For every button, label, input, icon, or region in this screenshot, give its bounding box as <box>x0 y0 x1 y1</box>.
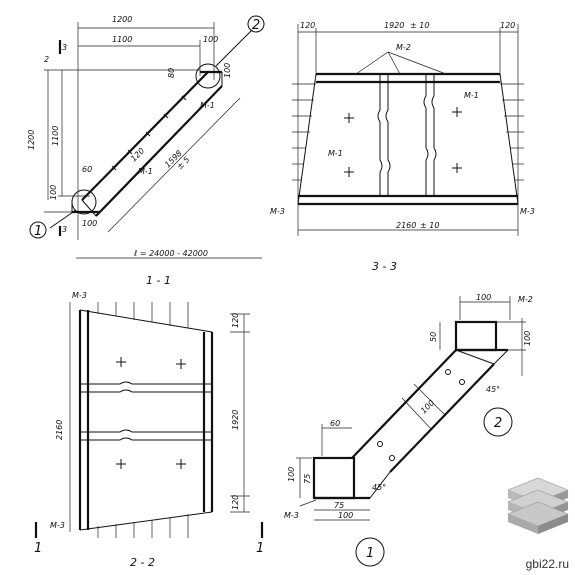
n1-dim-75-vert: 75 <box>303 474 312 484</box>
dim-tol-10-bottom: ± 10 <box>420 221 439 230</box>
formula-length: ℓ = 24000 - 42000 <box>133 249 208 258</box>
section-1-left: 1 <box>34 541 42 556</box>
title-2-2: 2 - 2 <box>130 556 155 569</box>
node-details: 100 50 100 100 45° M-2 2 60 100 75 75 10… <box>284 293 533 567</box>
title-1-1: 1 - 1 <box>146 274 171 287</box>
dim-1100-left: 1100 <box>51 126 60 146</box>
mark-m3-left: M-3 <box>270 207 285 216</box>
dim-120-right: 120 <box>500 21 515 30</box>
dim-1100-top: 1100 <box>112 35 132 44</box>
dim-1200-left: 1200 <box>27 130 36 150</box>
dim-1200-top: 1200 <box>112 15 132 24</box>
dim-100-top: 100 <box>203 35 218 44</box>
n1-mark-m3: M-3 <box>284 511 299 520</box>
dim-120-left: 120 <box>300 21 315 30</box>
callout-2: 2 <box>252 18 260 33</box>
view-2-2: 2160 1920 120 120 M-3 M-3 1 1 2 - 2 <box>34 291 264 569</box>
n1-angle-45: 45° <box>372 483 386 492</box>
watermark-logo-icon <box>507 477 569 534</box>
n2-callout: 2 <box>494 416 502 431</box>
mark-m2: M-2 <box>396 43 411 52</box>
title-3-3: 3 - 3 <box>372 260 397 273</box>
dim-120-bottom-right: 120 <box>231 495 240 510</box>
mark-m1-a: M-1 <box>200 101 215 110</box>
section-mark-3-bottom: 3 <box>62 225 67 234</box>
view-3-3: 120 1920 ± 10 120 2160 ± 10 M-2 M-1 M-1 … <box>270 21 535 273</box>
n2-dim-100-bar: 100 <box>419 398 436 415</box>
dim-tol-10-top: ± 10 <box>410 21 429 30</box>
n2-dim-100-top: 100 <box>476 293 491 302</box>
dim-1920: 1920 <box>384 21 404 30</box>
mark-m3-bottom: M-3 <box>50 521 65 530</box>
dim-120-top-right: 120 <box>231 313 240 328</box>
watermark-text: gbi22.ru <box>525 557 569 571</box>
n2-angle-45: 45° <box>486 385 500 394</box>
n1-callout: 1 <box>366 546 374 561</box>
mark-m3-top: M-3 <box>72 291 87 300</box>
n2-dim-100-right: 100 <box>523 331 532 346</box>
mark-m1-b: M-1 <box>138 167 153 176</box>
dim-100-right: 100 <box>223 63 232 78</box>
view-1-1: 1200 1100 100 1200 1100 100 60 100 80 10… <box>27 15 265 287</box>
dim-2160: 2160 <box>396 221 416 230</box>
section-1-right: 1 <box>256 541 264 556</box>
dim-80: 80 <box>167 68 176 78</box>
section-mark-3-top: 3 <box>62 43 67 52</box>
mark-m3-right: M-3 <box>520 207 535 216</box>
dim-2160-left: 2160 <box>55 420 64 440</box>
mark-m1-right: M-1 <box>464 91 479 100</box>
mark-m1-left: M-1 <box>328 149 343 158</box>
n1-dim-60: 60 <box>330 419 340 428</box>
dim-1920-right: 1920 <box>231 410 240 430</box>
dim-100-bottom: 100 <box>82 219 97 228</box>
section-mark-2: 2 <box>44 55 49 64</box>
n1-dim-100-left: 100 <box>287 467 296 482</box>
n2-mark-m2: M-2 <box>518 295 533 304</box>
n1-dim-100-bottom: 100 <box>338 511 353 520</box>
dim-60: 60 <box>82 165 92 174</box>
dim-100-left: 100 <box>49 185 58 200</box>
n1-dim-75-horiz: 75 <box>334 501 344 510</box>
callout-1: 1 <box>34 224 42 239</box>
n2-dim-50: 50 <box>429 332 438 342</box>
